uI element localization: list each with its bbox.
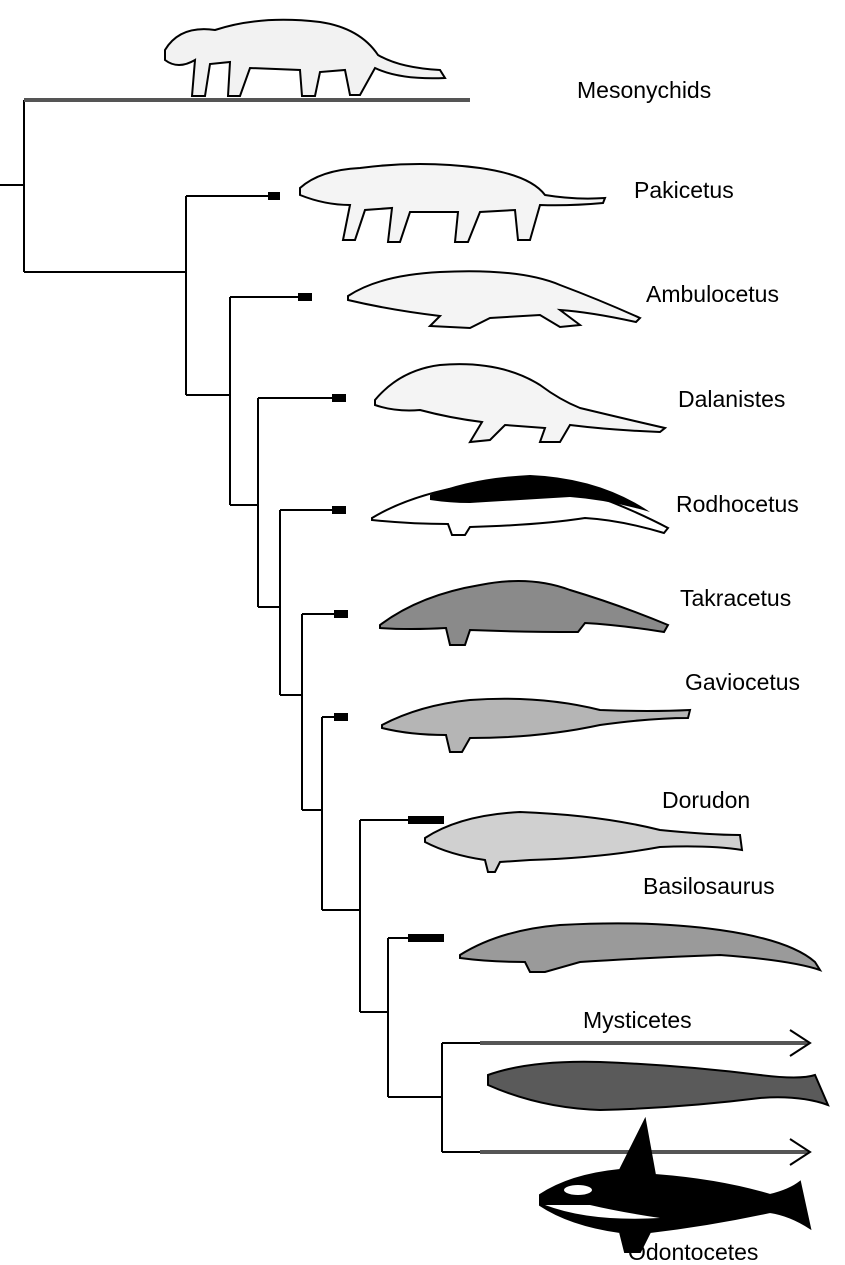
label-pakicetus: Pakicetus bbox=[634, 177, 734, 203]
label-gaviocetus: Gaviocetus bbox=[685, 669, 800, 695]
label-odontocetes: Odontocetes bbox=[628, 1239, 758, 1265]
ambulocetus-drawing bbox=[348, 271, 640, 328]
mesonychid-drawing bbox=[165, 20, 445, 96]
orca-eye-patch bbox=[564, 1185, 592, 1195]
range-marker-rodhocetus bbox=[332, 506, 346, 514]
range-marker-basilosaurus bbox=[408, 934, 444, 942]
gaviocetus-drawing bbox=[382, 699, 690, 752]
label-dorudon: Dorudon bbox=[662, 787, 750, 813]
animal-illustrations bbox=[165, 20, 828, 1252]
label-mesonychids: Mesonychids bbox=[577, 77, 711, 103]
dalanistes-drawing bbox=[375, 364, 665, 442]
range-marker-dalanistes bbox=[332, 394, 346, 402]
range-marker-takracetus bbox=[334, 610, 348, 618]
rodhocetus-drawing bbox=[372, 475, 668, 535]
mysticete-drawing bbox=[488, 1062, 828, 1110]
range-marker-gaviocetus bbox=[334, 713, 348, 721]
label-ambulocetus: Ambulocetus bbox=[646, 281, 779, 307]
label-rodhocetus: Rodhocetus bbox=[676, 491, 799, 517]
label-mysticetes: Mysticetes bbox=[583, 1007, 692, 1033]
basilosaurus-drawing bbox=[460, 923, 820, 972]
range-marker-pakicetus bbox=[268, 192, 280, 200]
label-dalanistes: Dalanistes bbox=[678, 386, 785, 412]
label-takracetus: Takracetus bbox=[680, 585, 791, 611]
range-marker-dorudon bbox=[408, 816, 444, 824]
pakicetus-drawing bbox=[300, 164, 605, 242]
label-basilosaurus: Basilosaurus bbox=[643, 873, 775, 899]
dorudon-drawing bbox=[425, 812, 742, 872]
takracetus-drawing bbox=[380, 581, 668, 645]
odontocete-drawing bbox=[540, 1120, 810, 1252]
range-marker-ambulocetus bbox=[298, 293, 312, 301]
